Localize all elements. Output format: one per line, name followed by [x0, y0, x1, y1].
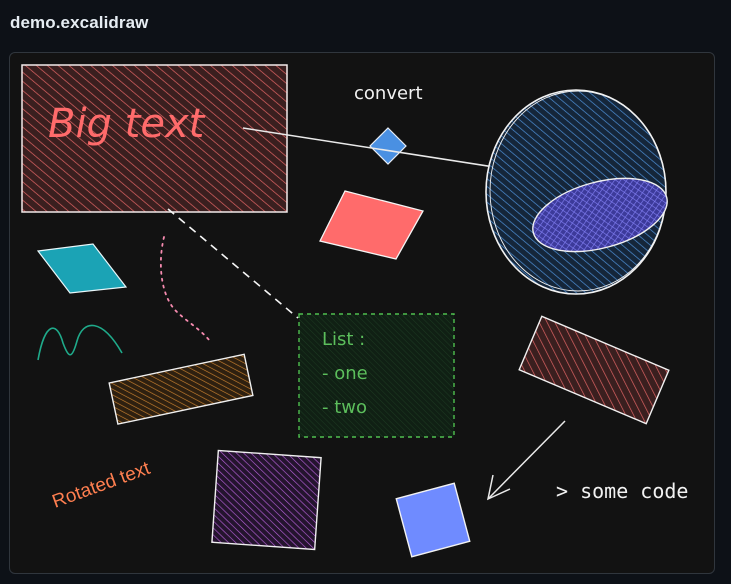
list-item-two: - two	[322, 397, 367, 418]
salmon-parallelogram[interactable]	[319, 190, 424, 260]
drawing-surface[interactable]: Big text convert	[10, 53, 714, 573]
file-title: demo.excalidraw	[10, 13, 149, 32]
green-freehand-line[interactable]	[37, 324, 123, 361]
code-text: > some code	[556, 479, 688, 503]
blue-diamond[interactable]	[369, 127, 407, 165]
convert-label: convert	[354, 83, 423, 104]
list-box[interactable]: List : - one - two	[298, 313, 455, 438]
down-arrow[interactable]	[486, 420, 566, 501]
list-item-one: - one	[322, 363, 368, 384]
orange-rectangle[interactable]	[108, 353, 254, 425]
violet-rectangle[interactable]	[211, 449, 322, 551]
purple-ellipse[interactable]	[525, 165, 675, 264]
teal-parallelogram[interactable]	[36, 243, 128, 294]
excalidraw-canvas[interactable]: Big text convert	[9, 52, 715, 574]
rotated-text: Rotated text	[50, 458, 154, 513]
white-dashed-line[interactable]	[167, 208, 299, 319]
big-text-rectangle[interactable]: Big text	[21, 64, 288, 213]
blue-square[interactable]	[395, 482, 471, 558]
big-text-label: Big text	[48, 101, 206, 147]
pink-dotted-line[interactable]	[159, 236, 211, 342]
list-title: List :	[322, 329, 365, 350]
salmon-hatched-rectangle[interactable]	[518, 315, 670, 425]
